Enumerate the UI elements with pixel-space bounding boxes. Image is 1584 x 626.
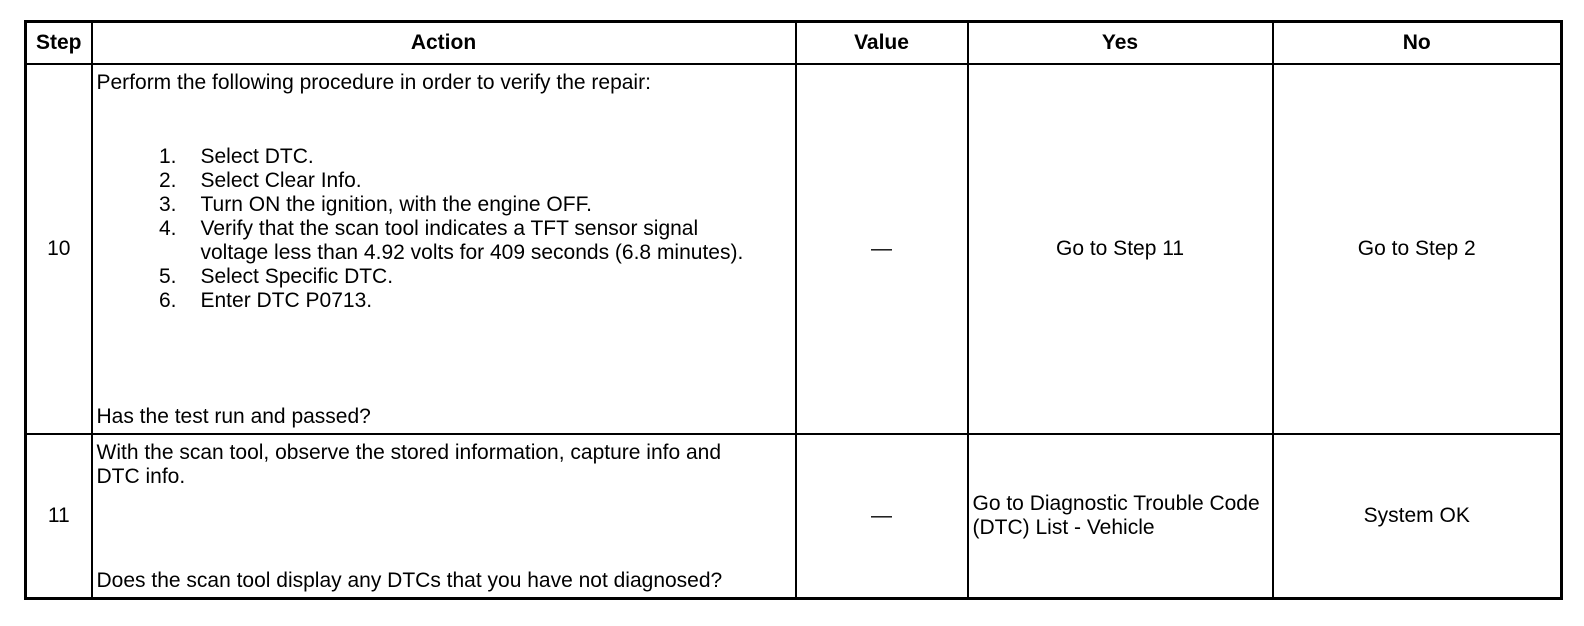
table-row-step-11: 11 With the scan tool, observe the store… bbox=[24, 433, 1563, 600]
procedure-item: 6.Enter DTC P0713. bbox=[158, 289, 373, 312]
header-no: No bbox=[1271, 20, 1563, 65]
procedure-item: 5.Select Specific DTC. bbox=[158, 265, 394, 288]
procedure-item: 2.Select Clear Info. bbox=[158, 169, 362, 192]
procedure-list: 1.Select DTC. 2.Select Clear Info. 3.Tur… bbox=[97, 145, 791, 313]
action-question: Has the test run and passed? bbox=[96, 405, 371, 428]
header-row: Step Action Value Yes No bbox=[24, 20, 1563, 65]
diagnostic-table: Step Action Value Yes No 10 Perform the … bbox=[24, 20, 1563, 600]
yes-cell: Go to Step 11 bbox=[966, 63, 1274, 435]
table-row-step-10: 10 Perform the following procedure in or… bbox=[24, 63, 1563, 435]
procedure-item: 4.Verify that the scan tool indicates a … bbox=[158, 217, 744, 264]
header-step: Step bbox=[24, 20, 93, 65]
header-action: Action bbox=[90, 20, 797, 65]
header-yes: Yes bbox=[966, 20, 1274, 65]
action-question: Does the scan tool display any DTCs that… bbox=[96, 569, 723, 592]
procedure-item: 1.Select DTC. bbox=[158, 145, 314, 168]
action-intro: With the scan tool, observe the stored i… bbox=[96, 441, 722, 488]
no-cell: System OK bbox=[1271, 433, 1563, 600]
yes-cell: Go to Diagnostic Trouble Code (DTC) List… bbox=[966, 433, 1274, 600]
value-cell: — bbox=[794, 433, 969, 600]
action-cell: With the scan tool, observe the stored i… bbox=[90, 433, 797, 600]
step-number: 11 bbox=[24, 433, 93, 600]
value-cell: — bbox=[794, 63, 969, 435]
no-cell: Go to Step 2 bbox=[1271, 63, 1563, 435]
step-number: 10 bbox=[24, 63, 93, 435]
procedure-item: 3.Turn ON the ignition, with the engine … bbox=[158, 193, 592, 216]
header-value: Value bbox=[794, 20, 969, 65]
action-intro: Perform the following procedure in order… bbox=[96, 71, 651, 94]
action-cell: Perform the following procedure in order… bbox=[90, 63, 797, 435]
